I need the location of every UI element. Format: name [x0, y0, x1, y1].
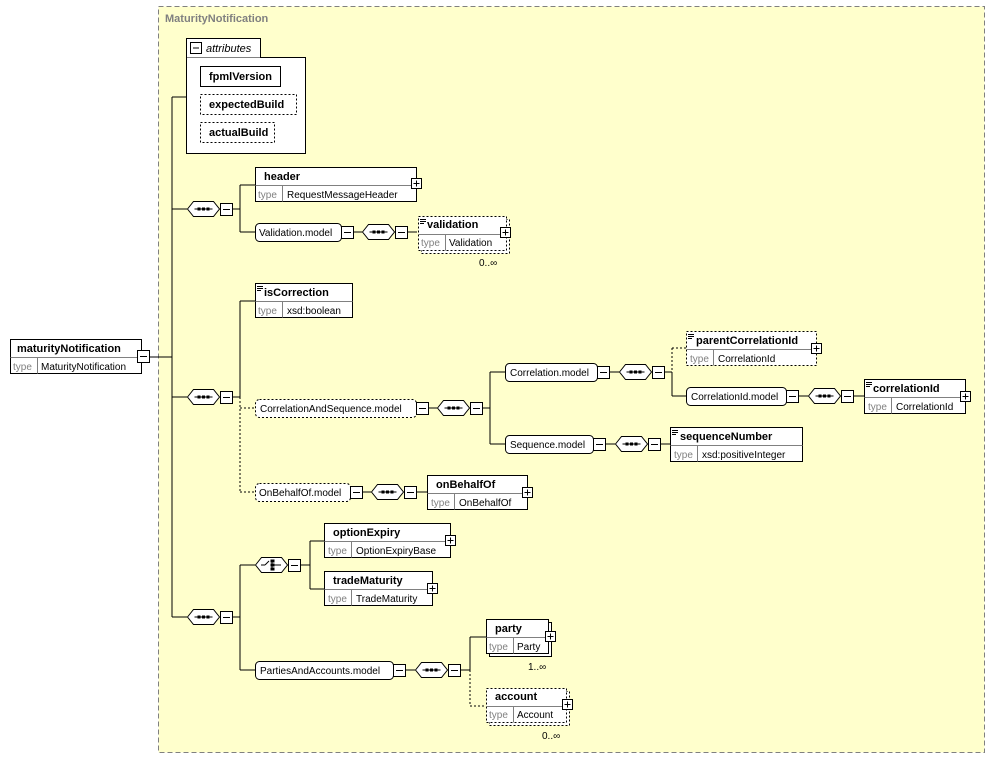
group-correlation-and-sequence-model[interactable]: CorrelationAndSequence.model — [255, 399, 429, 418]
root-name: maturityNotification — [17, 343, 121, 355]
svg-text:type: type — [421, 238, 440, 249]
attribute-expectedBuild[interactable]: expectedBuild — [200, 94, 297, 115]
sequence-compositor-3[interactable] — [186, 609, 233, 625]
sequence-compositor-onBehalfOf[interactable] — [370, 484, 417, 500]
validation-occurs: 0..∞ — [479, 258, 497, 269]
documentation-icon — [257, 286, 263, 291]
attribute-actualBuild[interactable]: actualBuild — [200, 122, 275, 143]
root-type-key: type — [13, 362, 32, 373]
svg-text:type: type — [328, 594, 347, 605]
sequence-compositor-correlation[interactable] — [618, 364, 665, 380]
element-sequenceNumber[interactable]: sequenceNumber type xsd:positiveInteger — [670, 427, 803, 462]
attributes-label: attributes — [206, 43, 252, 55]
svg-text:fpmlVersion: fpmlVersion — [209, 71, 272, 83]
sequence-compositor-parties-and-accounts[interactable] — [414, 662, 461, 678]
party-occurs: 1..∞ — [528, 662, 546, 673]
sequence-compositor-sequence[interactable] — [614, 436, 661, 452]
svg-text:CorrelationAndSequence.model: CorrelationAndSequence.model — [260, 404, 402, 415]
documentation-icon — [866, 382, 872, 387]
svg-text:CorrelationId.model: CorrelationId.model — [691, 392, 778, 403]
sequence-compositor-2[interactable] — [186, 389, 233, 405]
svg-text:OnBehalfOf: OnBehalfOf — [459, 498, 511, 509]
svg-text:xsd:positiveInteger: xsd:positiveInteger — [702, 450, 786, 461]
element-isCorrection[interactable]: isCorrection type xsd:boolean — [255, 283, 353, 318]
svg-text:CorrelationId: CorrelationId — [718, 354, 775, 365]
svg-text:validation: validation — [427, 219, 479, 231]
element-optionExpiry[interactable]: optionExpiry type OptionExpiryBase — [324, 523, 456, 558]
element-parentCorrelationId[interactable]: parentCorrelationId type CorrelationId — [686, 331, 822, 366]
svg-text:OnBehalfOf.model: OnBehalfOf.model — [259, 488, 341, 499]
attributes-group: attributes fpmlVersion expectedBuild act… — [186, 38, 306, 154]
root-element[interactable]: maturityNotification type MaturityNotifi… — [10, 339, 142, 374]
element-header[interactable]: header type RequestMessageHeader — [255, 167, 422, 202]
sequence-compositor-correlation-and-sequence[interactable] — [436, 400, 483, 416]
choice-icon — [261, 559, 281, 571]
svg-text:account: account — [495, 691, 538, 703]
group-parties-and-accounts-model[interactable]: PartiesAndAccounts.model — [255, 661, 406, 680]
element-tradeMaturity[interactable]: tradeMaturity type TradeMaturity — [324, 571, 438, 606]
svg-text:parentCorrelationId: parentCorrelationId — [696, 335, 798, 347]
svg-text:type: type — [258, 306, 277, 317]
svg-text:type: type — [258, 190, 277, 201]
svg-text:type: type — [690, 354, 709, 365]
svg-text:type: type — [489, 642, 508, 653]
group-correlation-model[interactable]: Correlation.model — [505, 363, 610, 382]
svg-text:type: type — [674, 450, 693, 461]
svg-text:Party: Party — [517, 642, 540, 653]
element-onBehalfOf[interactable]: onBehalfOf type OnBehalfOf — [427, 475, 533, 510]
choice-compositor[interactable] — [254, 557, 301, 573]
element-correlationId[interactable]: correlationId type CorrelationId — [864, 379, 971, 414]
svg-text:isCorrection: isCorrection — [264, 287, 329, 299]
optional-connectors — [239, 347, 686, 707]
group-onBehalfOf-model[interactable]: OnBehalfOf.model — [255, 483, 363, 502]
documentation-icon — [688, 334, 694, 339]
connectors — [150, 96, 864, 671]
svg-text:xsd:boolean: xsd:boolean — [287, 306, 341, 317]
svg-text:party: party — [495, 623, 523, 635]
element-validation[interactable]: validation type Validation 0..∞ — [418, 216, 511, 270]
documentation-icon — [672, 430, 678, 435]
svg-text:type: type — [868, 402, 887, 413]
svg-text:expectedBuild: expectedBuild — [209, 99, 284, 111]
account-occurs: 0..∞ — [542, 731, 560, 742]
sequence-compositor-validation[interactable] — [361, 224, 408, 240]
attribute-fpmlVersion[interactable]: fpmlVersion — [200, 66, 281, 87]
svg-text:Account: Account — [517, 710, 553, 721]
element-account[interactable]: account type Account 0..∞ — [486, 688, 573, 743]
sequence-compositor-1[interactable] — [186, 201, 233, 217]
svg-text:header: header — [264, 171, 301, 183]
svg-text:tradeMaturity: tradeMaturity — [333, 575, 404, 587]
svg-text:type: type — [489, 710, 508, 721]
svg-text:OptionExpiryBase: OptionExpiryBase — [356, 546, 436, 557]
group-sequence-model[interactable]: Sequence.model — [505, 435, 606, 454]
svg-text:actualBuild: actualBuild — [209, 127, 268, 139]
svg-text:sequenceNumber: sequenceNumber — [680, 431, 773, 443]
group-validation-model[interactable]: Validation.model — [255, 223, 354, 242]
svg-text:CorrelationId: CorrelationId — [896, 402, 953, 413]
svg-text:Validation: Validation — [449, 238, 492, 249]
svg-text:optionExpiry: optionExpiry — [333, 527, 401, 539]
svg-text:type: type — [431, 498, 450, 509]
root-type: MaturityNotification — [41, 362, 126, 373]
documentation-icon — [420, 219, 426, 224]
svg-text:PartiesAndAccounts.model: PartiesAndAccounts.model — [260, 666, 380, 677]
attributes-collapse-button[interactable] — [190, 42, 202, 54]
element-party[interactable]: party type Party 1..∞ — [486, 619, 556, 674]
group-correlationId-model[interactable]: CorrelationId.model — [686, 387, 799, 406]
svg-text:type: type — [328, 546, 347, 557]
container-title: MaturityNotification — [165, 13, 269, 25]
svg-text:TradeMaturity: TradeMaturity — [356, 594, 417, 605]
svg-text:RequestMessageHeader: RequestMessageHeader — [287, 190, 398, 201]
root-collapse-button[interactable] — [137, 350, 150, 363]
svg-text:correlationId: correlationId — [873, 383, 940, 395]
svg-text:Correlation.model: Correlation.model — [510, 368, 589, 379]
svg-text:Sequence.model: Sequence.model — [510, 440, 585, 451]
svg-text:Validation.model: Validation.model — [259, 228, 332, 239]
svg-text:onBehalfOf: onBehalfOf — [436, 479, 496, 491]
sequence-compositor-correlationId[interactable] — [807, 388, 854, 404]
